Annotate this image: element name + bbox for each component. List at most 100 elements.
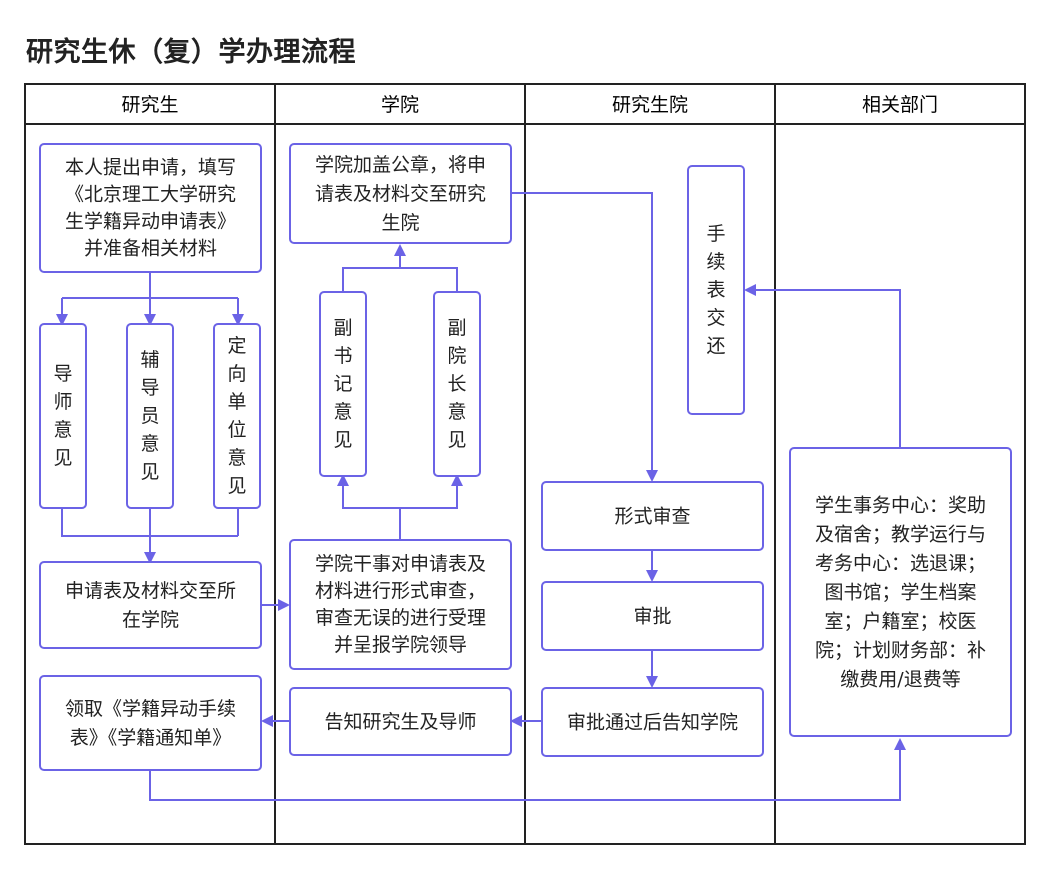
node-text-line: 并呈报学院领导 [334, 634, 467, 656]
node-text-line: 记 [333, 373, 352, 395]
node-text-line: 员 [140, 405, 159, 427]
node-text-line: 图书馆；学生档案 [824, 581, 976, 603]
node-depts: 学生事务中心：奖助及宿舍；教学运行与考务中心：选退课；图书馆；学生档案室；户籍室… [789, 447, 1012, 737]
node-text-line: 表》《学籍通知单》 [70, 727, 232, 749]
connector-opinions-merge [61, 508, 239, 556]
node-box [213, 323, 261, 509]
arrowhead [337, 474, 349, 486]
node-text-line: 审批 [633, 605, 671, 627]
node-text-line: 向 [227, 363, 246, 385]
node-text-line: 见 [227, 475, 246, 497]
node-box [39, 323, 87, 509]
node-box [541, 481, 764, 551]
arrowhead [56, 314, 68, 326]
connector-seal-formcheck [511, 192, 653, 472]
node-text-line: 领取《学籍异动手续 [65, 698, 236, 720]
arrowhead [232, 314, 244, 326]
node-box [126, 323, 174, 509]
node-text-line: 审批通过后告知学院 [567, 711, 738, 733]
node-box [541, 687, 764, 757]
arrowhead [394, 244, 406, 256]
arrowhead [278, 599, 290, 611]
lane-header-departments: 相关部门 [862, 94, 938, 116]
node-text-line: 长 [447, 373, 466, 395]
node-approved: 审批通过后告知学院 [541, 687, 764, 757]
node-text-line: 副 [447, 317, 466, 339]
node-text-line: 副 [333, 317, 352, 339]
node-text-line: 审查无误的进行受理 [315, 607, 486, 629]
node-text-line: 见 [333, 429, 352, 451]
node-text-line: 材料进行形式审查， [315, 580, 486, 602]
node-text-line: 形式审查 [614, 505, 690, 527]
arrowhead [451, 474, 463, 486]
node-text-line: 告知研究生及导师 [324, 711, 476, 733]
node-text-line: 单 [227, 391, 246, 413]
node-text-line: 并准备相关材料 [84, 237, 217, 259]
node-box [289, 143, 512, 244]
node-box [319, 291, 367, 477]
node-text-line: 室；户籍室；校医 [824, 610, 976, 632]
connector-apply-split [61, 272, 239, 318]
node-text-line: 及宿舍；教学运行与 [815, 523, 986, 545]
node-text-line: 意 [333, 401, 352, 423]
node-text-line: 《北京理工大学研究 [65, 183, 236, 205]
arrowhead [144, 314, 156, 326]
node-approve: 审批 [541, 581, 764, 651]
connector-receive-departments [149, 746, 901, 801]
node-box [541, 581, 764, 651]
node-text-line: 考务中心：选退课； [815, 552, 986, 574]
node-text-line: 意 [140, 433, 159, 455]
node-text-line: 表 [706, 279, 725, 301]
node-box [433, 291, 481, 477]
node-text-line: 学院干事对申请表及 [315, 553, 486, 575]
node-text-line: 定 [227, 335, 246, 357]
lane-header-graduate-school: 研究生院 [612, 94, 688, 116]
lane-header-college: 学院 [381, 94, 419, 116]
swimlane-frame [24, 83, 1026, 845]
node-text-line: 还 [706, 335, 725, 357]
node-text-line: 导 [53, 363, 72, 385]
connector-leaders-merge [342, 252, 458, 292]
node-box [39, 561, 262, 649]
node-formcheck: 形式审查 [541, 481, 764, 551]
connector-review-split [342, 482, 458, 540]
node-text-line: 院；计划财务部：补 [815, 639, 986, 661]
node-box [289, 539, 512, 670]
node-text-line: 缴费用/退费等 [840, 668, 960, 690]
node-text-line: 申请表及材料交至所 [65, 580, 236, 602]
node-text-line: 生院 [381, 212, 419, 234]
arrowhead [744, 284, 756, 296]
node-text-line: 续 [706, 251, 725, 273]
node-box [39, 675, 262, 771]
arrowhead [646, 470, 658, 482]
node-text-line: 见 [447, 429, 466, 451]
arrowhead [646, 570, 658, 582]
node-text-line: 请表及材料交至研究 [315, 183, 486, 205]
node-text-line: 导 [140, 377, 159, 399]
arrowhead [510, 715, 522, 727]
node-text-line: 见 [53, 447, 72, 469]
arrowhead [894, 738, 906, 750]
node-box [687, 165, 745, 415]
node-text-line: 手 [706, 223, 725, 245]
arrowhead [261, 715, 273, 727]
node-text-line: 见 [140, 461, 159, 483]
arrowhead [646, 676, 658, 688]
arrowhead [144, 552, 156, 564]
node-text-line: 院 [447, 345, 466, 367]
node-text-line: 书 [333, 345, 352, 367]
node-text-line: 意 [447, 401, 466, 423]
node-text-line: 本人提出申请，填写 [65, 156, 236, 178]
node-text-line: 在学院 [122, 609, 179, 631]
node-text-line: 位 [227, 419, 246, 441]
node-notify: 告知研究生及导师 [289, 687, 512, 756]
